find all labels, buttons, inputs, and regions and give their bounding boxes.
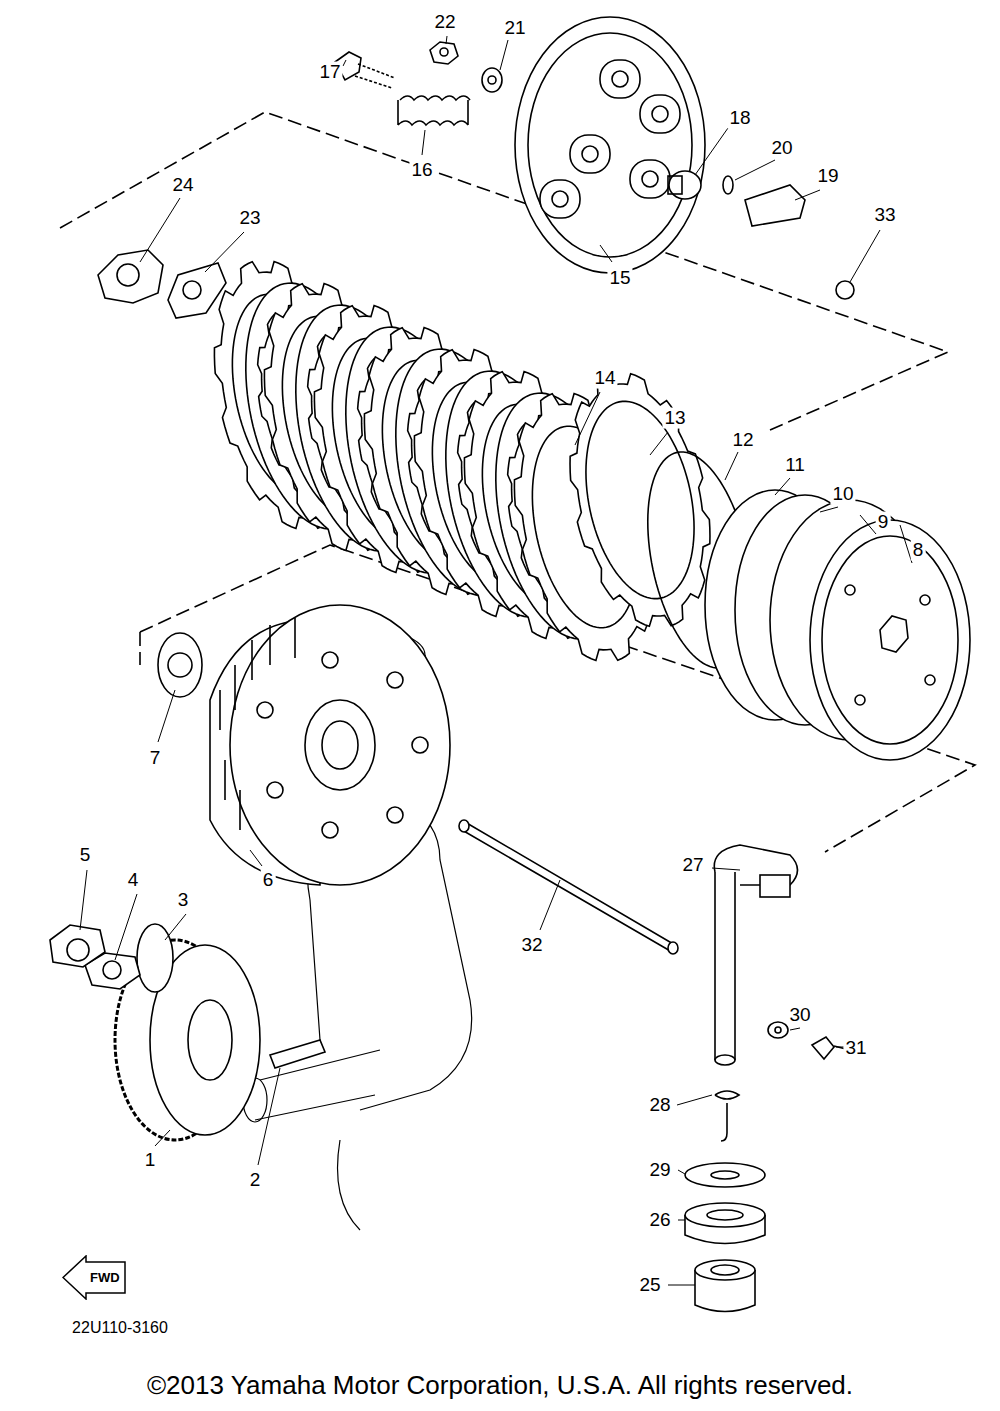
callout-number: 23 <box>237 208 262 229</box>
callout-number: 22 <box>432 12 457 33</box>
callout-number: 11 <box>783 455 807 476</box>
callout-number: 1 <box>143 1150 158 1171</box>
push-lever <box>459 820 846 1312</box>
callout-number: 6 <box>261 870 276 891</box>
callout-number: 28 <box>647 1095 672 1116</box>
callout-number: 32 <box>519 935 544 956</box>
copyright: ©2013 Yamaha Motor Corporation, U.S.A. A… <box>145 1371 855 1400</box>
cushion-plate <box>586 401 694 598</box>
key <box>270 1040 325 1068</box>
drive-gear <box>50 633 260 1140</box>
leader-lines <box>80 36 912 1285</box>
callout-number: 7 <box>148 748 163 769</box>
callout-number: 5 <box>78 845 93 866</box>
pressure-plate <box>515 17 705 273</box>
callout-number: 27 <box>680 855 705 876</box>
callout-number: 20 <box>769 138 794 159</box>
callout-number: 29 <box>647 1160 672 1181</box>
callout-number: 9 <box>876 512 891 533</box>
callout-number: 13 <box>662 408 687 429</box>
clutch-plates <box>214 262 752 668</box>
clutch-housing <box>210 605 450 885</box>
callout-number: 30 <box>787 1005 812 1026</box>
group-outline <box>139 632 141 665</box>
callout-number: 8 <box>911 540 926 561</box>
small-parts <box>98 42 854 318</box>
callout-number: 14 <box>592 368 617 389</box>
callout-number: 18 <box>727 108 752 129</box>
callout-number: 10 <box>830 484 855 505</box>
callout-number: 21 <box>502 18 527 39</box>
arrow-outline <box>63 1256 125 1299</box>
callout-number: 12 <box>730 430 755 451</box>
callout-number: 3 <box>176 890 191 911</box>
callout-number: 19 <box>815 166 840 187</box>
cushion-plate <box>570 374 710 626</box>
callout-number: 24 <box>170 175 195 196</box>
callout-number: 16 <box>409 160 434 181</box>
callout-number: 2 <box>248 1170 263 1191</box>
callout-number: 25 <box>637 1275 662 1296</box>
callout-number: 26 <box>647 1210 672 1231</box>
callout-number: 4 <box>126 870 141 891</box>
callout-number: 31 <box>843 1038 868 1059</box>
callout-number: 33 <box>872 205 897 226</box>
callout-number: 17 <box>317 62 342 83</box>
diagram-code: 22U110-3160 <box>70 1319 170 1337</box>
direction-text: FWD <box>90 1270 120 1285</box>
callout-number: 15 <box>607 268 632 289</box>
clutch-boss <box>705 490 970 760</box>
direction-arrow: FWD <box>62 1262 126 1293</box>
